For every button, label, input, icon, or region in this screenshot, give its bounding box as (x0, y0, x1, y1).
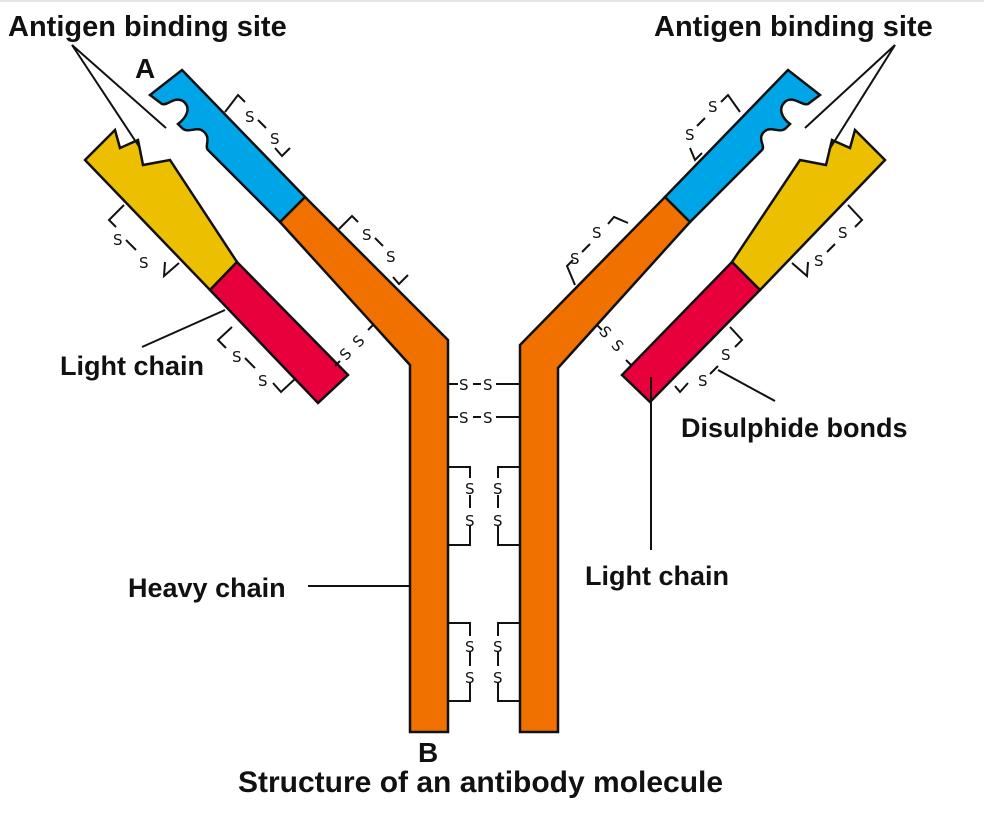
svg-text:S: S (113, 231, 123, 249)
svg-text:S: S (258, 372, 268, 390)
heavy-chain-left-variable (147, 68, 307, 224)
disulphide-bond-stem-upper-left: S S (448, 466, 475, 546)
svg-text:S: S (245, 108, 255, 126)
disulphide-bond-left-heavy-variable: S S (224, 93, 291, 158)
disulphide-bond-stem-lower-right: S S (493, 622, 520, 702)
svg-text:S: S (483, 376, 493, 394)
diagram-title: Structure of an antibody molecule (238, 766, 723, 799)
svg-text:S: S (685, 126, 695, 144)
svg-text:S: S (465, 480, 475, 498)
heavy-chain-left-constant (278, 195, 450, 734)
svg-text:S: S (608, 336, 627, 355)
svg-text:S: S (570, 250, 580, 268)
svg-text:S: S (459, 376, 469, 394)
disulphide-bond-left-light-constant: S S (216, 326, 297, 394)
disulphide-bond-left-heavy-light: S S (334, 324, 374, 367)
disulphide-bond-left-light-variable: S S (107, 204, 180, 279)
disulphide-bond-hinge-2: S S (448, 409, 520, 427)
disulphide-bond-left-heavy-constant: S S (338, 214, 409, 286)
marker-b: B (418, 737, 438, 768)
svg-text:S: S (698, 372, 708, 390)
svg-text:S: S (465, 512, 475, 530)
marker-a: A (135, 53, 155, 84)
leader-disulphide-bonds (717, 369, 776, 402)
disulphide-bond-stem-lower-left: S S (448, 622, 475, 702)
svg-text:S: S (483, 409, 493, 427)
disulphide-bond-right-heavy-constant: S S (565, 215, 629, 286)
disulphide-bond-right-heavy-variable: S S (685, 93, 741, 162)
svg-text:S: S (838, 224, 848, 242)
disulphide-bond-hinge-1: S S (448, 376, 520, 394)
label-heavy-chain: Heavy chain (128, 573, 286, 603)
svg-text:S: S (139, 254, 149, 272)
disulphide-bond-right-light-variable: S S (791, 204, 864, 279)
heavy-chain-right-constant (518, 195, 692, 734)
svg-text:S: S (708, 98, 718, 116)
disulphide-bond-right-light-constant: S S (674, 326, 744, 394)
svg-text:S: S (493, 512, 503, 530)
top-border (0, 0, 984, 2)
svg-text:S: S (270, 130, 280, 148)
svg-text:S: S (465, 669, 475, 687)
svg-text:S: S (493, 638, 503, 656)
light-chain-left-constant (208, 260, 350, 405)
svg-text:S: S (349, 332, 368, 351)
svg-text:S: S (232, 348, 242, 366)
svg-text:S: S (459, 409, 469, 427)
label-light-chain-right: Light chain (585, 561, 729, 591)
leader-antigen-site-left (71, 44, 167, 149)
svg-text:S: S (814, 252, 824, 270)
svg-text:S: S (721, 346, 731, 364)
heavy-chain-right-variable (663, 68, 823, 224)
label-disulphide-bonds: Disulphide bonds (681, 413, 908, 443)
label-antigen-binding-site-left: Antigen binding site (8, 11, 287, 43)
svg-text:S: S (493, 480, 503, 498)
svg-text:S: S (493, 669, 503, 687)
disulphide-bond-stem-upper-right: S S (493, 466, 520, 546)
leader-antigen-site-right (804, 44, 896, 151)
leader-light-chain-left (141, 309, 226, 348)
disulphide-bond-right-heavy-light: S S (595, 322, 632, 366)
svg-text:S: S (465, 638, 475, 656)
svg-text:S: S (386, 248, 396, 266)
label-light-chain-left: Light chain (60, 351, 204, 381)
svg-text:S: S (362, 226, 372, 244)
label-antigen-binding-site-right: Antigen binding site (654, 11, 933, 43)
svg-text:S: S (592, 224, 602, 242)
light-chain-right-constant (620, 260, 762, 404)
